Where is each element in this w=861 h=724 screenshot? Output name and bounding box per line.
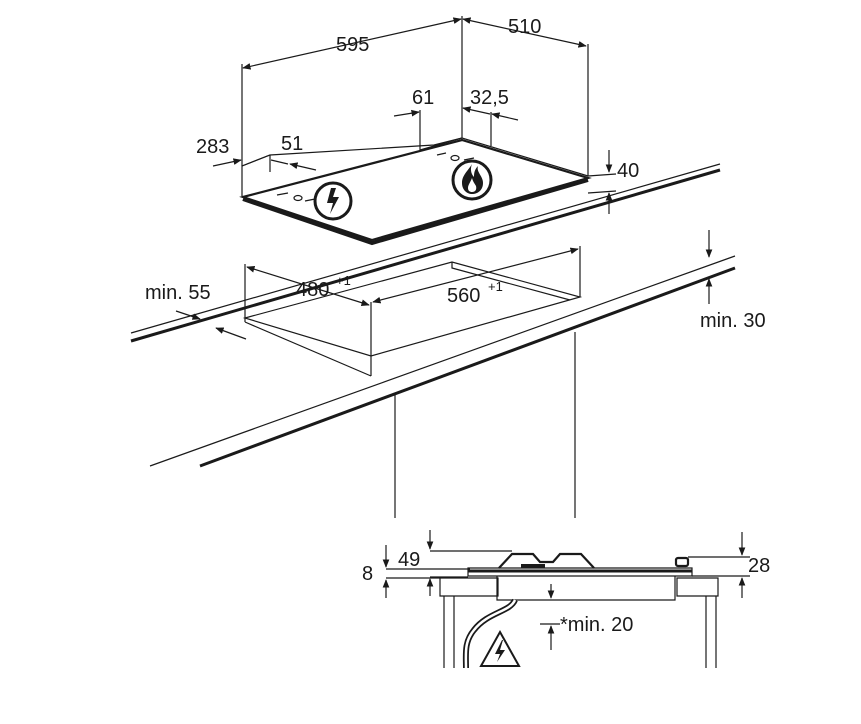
dim-595-label: 595 (336, 34, 369, 56)
dimension-min-55: min. 55 (145, 282, 247, 340)
dim-min-20-label: *min. 20 (560, 614, 633, 636)
dim-283-label: 283 (196, 136, 229, 158)
dim-480-tolerance: +1 (336, 273, 351, 288)
dimension-51: 51 (269, 133, 317, 172)
dimension-49: 49 (398, 530, 512, 596)
dim-32-5-label: 32,5 (470, 87, 509, 109)
dim-480-label: 480 (296, 279, 329, 301)
dimension-min-20: *min. 20 (540, 584, 633, 650)
dimension-28: 28 (688, 532, 770, 598)
dimension-595: 595 (241, 16, 463, 166)
worktop-cutout (149, 255, 736, 518)
dim-49-label: 49 (398, 549, 420, 571)
dim-560-label: 560 (447, 285, 480, 307)
dim-560-tolerance: +1 (488, 279, 503, 294)
dim-510-label: 510 (508, 16, 541, 38)
cross-section (439, 552, 719, 669)
dimension-283: 283 (196, 136, 242, 167)
dim-61-label: 61 (412, 87, 434, 109)
dim-min-55-label: min. 55 (145, 282, 211, 304)
dimension-40: 40 (587, 150, 639, 214)
dim-28-label: 28 (748, 555, 770, 577)
dim-min-30-label: min. 30 (700, 310, 766, 332)
gas-flame-icon (451, 159, 493, 201)
hob-perspective (239, 137, 592, 246)
dimension-61: 61 (393, 87, 434, 150)
worktop-upper (130, 163, 721, 343)
dim-51-label: 51 (281, 133, 303, 155)
dimension-8: 8 (362, 545, 470, 598)
dimension-480: 480 +1 (244, 264, 372, 356)
dim-8-label: 8 (362, 563, 373, 585)
dimension-560: 560 +1 (372, 246, 581, 307)
dimension-min-30: min. 30 (700, 230, 766, 332)
dimension-32-5: 32,5 (462, 87, 519, 146)
dimension-510: 510 (462, 16, 589, 176)
dim-40-label: 40 (617, 160, 639, 182)
electric-warning-icon (479, 629, 521, 667)
electric-connection-icon (313, 181, 353, 221)
